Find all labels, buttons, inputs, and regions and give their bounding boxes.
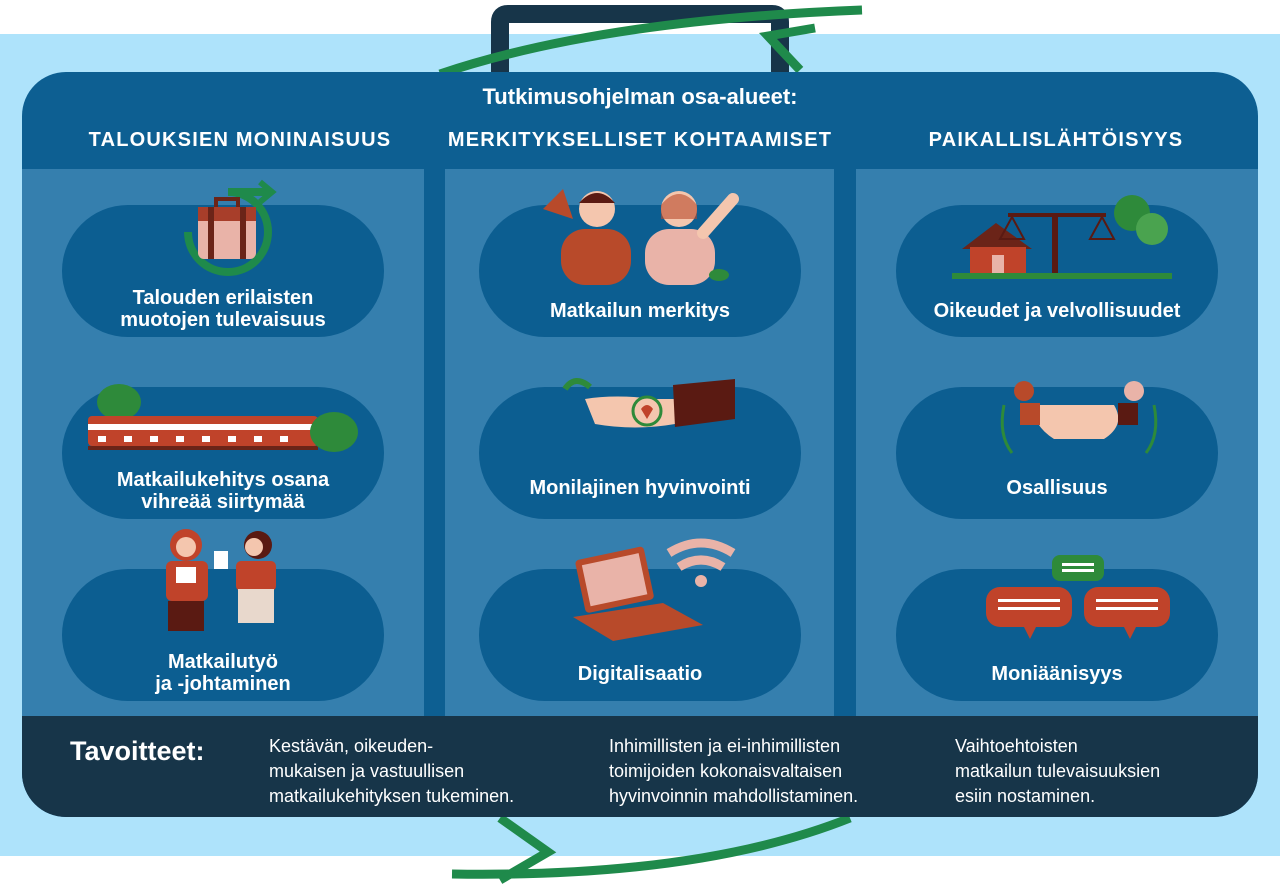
column-heading-3: PAIKALLISLÄHTÖISYYS bbox=[928, 129, 1184, 151]
item-label-2-2: Monilajinen hyvinvointi bbox=[529, 477, 751, 499]
goal-2-line-2: toimijoiden kokonaisvaltaisen bbox=[609, 761, 843, 781]
column-2: Matkailun merkitys Monilajinen hyvinvoin… bbox=[445, 169, 834, 716]
goal-2: Inhimillisten ja ei-inhimillisten toimij… bbox=[609, 734, 858, 809]
item-label-1-1b: muotojen tulevaisuus bbox=[120, 309, 326, 331]
train-leaves-icon bbox=[88, 384, 358, 452]
hand-heart-icon bbox=[562, 378, 735, 428]
item-label-2-3: Digitalisaatio bbox=[577, 663, 703, 685]
workers-icon bbox=[166, 529, 276, 631]
column-3: Oikeudet ja velvollisuudet Osallisuus Mo… bbox=[856, 169, 1258, 716]
bottom-arrow-head bbox=[497, 814, 557, 884]
goal-3-line-3: esiin nostaminen. bbox=[955, 786, 1096, 806]
column-heading-1: TALOUKSIEN MONINAISUUS bbox=[88, 129, 392, 151]
item-label-1-1a: Talouden erilaisten bbox=[132, 287, 314, 309]
goal-2-line-3: hyvinvoinnin mahdollistaminen. bbox=[609, 786, 859, 806]
main-panel: Tutkimusohjelman osa-alueet: TALOUKSIEN … bbox=[22, 72, 1258, 817]
laptop-wifi-icon bbox=[573, 538, 736, 641]
item-label-1-2b: vihreää siirtymää bbox=[141, 491, 305, 513]
column-1: Talouden erilaisten muotojen tulevaisuus… bbox=[22, 169, 424, 716]
people-waving-icon bbox=[543, 189, 739, 285]
goal-3-line-1: Vaihtoehtoisten bbox=[955, 736, 1078, 756]
page-title: Tutkimusohjelman osa-alueet: bbox=[482, 84, 798, 109]
goal-3-line-2: matkailun tulevaisuuksien bbox=[955, 761, 1161, 781]
briefcase-cycle-icon bbox=[184, 179, 277, 276]
goals-title: Tavoitteet: bbox=[70, 736, 205, 766]
goal-1-line-3: matkailukehityksen tukeminen. bbox=[269, 786, 515, 806]
goal-1-line-2: mukaisen ja vastuullisen bbox=[269, 761, 465, 781]
item-label-3-2: Osallisuus bbox=[1006, 477, 1108, 499]
item-label-1-2a: Matkailukehitys osana bbox=[116, 469, 330, 491]
pill-2-1 bbox=[479, 205, 801, 337]
goal-1-line-1: Kestävän, oikeuden- bbox=[269, 736, 434, 756]
goal-2-line-1: Inhimillisten ja ei-inhimillisten bbox=[609, 736, 841, 756]
top-arrow-head bbox=[758, 23, 816, 74]
item-label-2-1: Matkailun merkitys bbox=[549, 300, 731, 322]
goal-3: Vaihtoehtoisten matkailun tulevaisuuksie… bbox=[955, 734, 1160, 809]
column-heading-2: MERKITYKSELLISET KOHTAAMISET bbox=[447, 129, 833, 151]
pill-1-3 bbox=[62, 569, 384, 701]
top-arrow-arc bbox=[438, 5, 863, 79]
item-label-3-3: Moniäänisyys bbox=[991, 663, 1123, 685]
goal-1: Kestävän, oikeuden- mukaisen ja vastuull… bbox=[269, 734, 514, 809]
item-label-1-3a: Matkailutyö bbox=[167, 651, 279, 673]
goals-footer: Tavoitteet: Kestävän, oikeuden- mukaisen… bbox=[22, 716, 1258, 817]
handshake-icon bbox=[1000, 381, 1158, 454]
item-label-3-1: Oikeudet ja velvollisuudet bbox=[933, 300, 1181, 322]
item-label-1-3b: ja -johtaminen bbox=[155, 673, 291, 695]
house-scales-icon bbox=[952, 195, 1172, 279]
speech-bubbles-icon bbox=[986, 555, 1170, 639]
